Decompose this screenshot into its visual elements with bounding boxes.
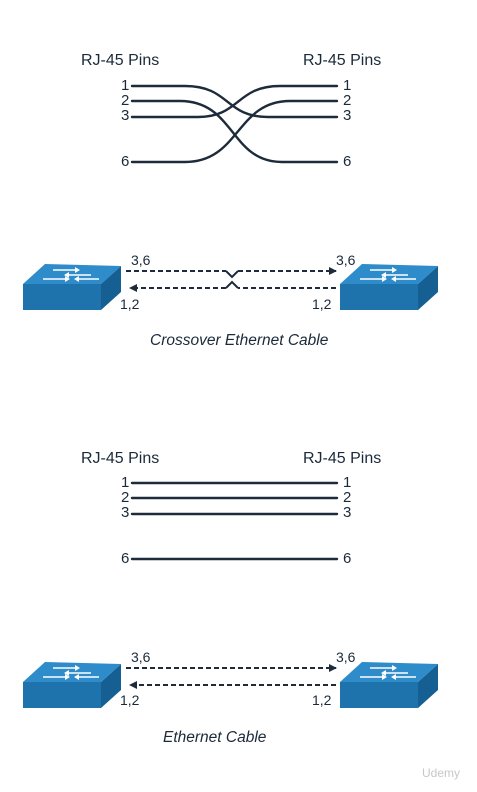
straight-right-switch-icon: [339, 661, 439, 709]
straight-left-heading: RJ-45 Pins: [81, 450, 160, 467]
straight-left-pin-6: 6: [121, 550, 130, 567]
crossover-wire-1-to-3: [130, 84, 339, 119]
crossover-right-pin-1: 1: [343, 77, 352, 94]
straight-caption: Ethernet Cable: [163, 729, 267, 746]
crossover-port-top-right: 3,6: [336, 252, 356, 268]
watermark: Udemy: [422, 766, 461, 780]
straight-right-pin-2: 2: [343, 489, 352, 506]
crossover-port-bottom-right: 1,2: [312, 296, 332, 312]
straight-right-heading: RJ-45 Pins: [303, 450, 382, 467]
crossover-caption: Crossover Ethernet Cable: [150, 332, 329, 349]
straight-port-top-right: 3,6: [336, 649, 356, 665]
straight-port-bottom-left: 1,2: [120, 692, 140, 708]
crossover-port-top-left: 3,6: [131, 252, 151, 268]
straight-right-pin-1: 1: [343, 474, 352, 491]
crossover-left-pin-3: 3: [121, 107, 130, 124]
crossover-left-pin-2: 2: [121, 92, 130, 109]
crossover-wire-6-to-2: [130, 99, 339, 164]
straight-left-pin-2: 2: [121, 489, 130, 506]
straight-port-bottom-right: 1,2: [312, 692, 332, 708]
straight-left-pin-3: 3: [121, 504, 130, 521]
crossover-left-pin-6: 6: [121, 153, 130, 170]
crossover-right-heading: RJ-45 Pins: [303, 52, 382, 69]
crossover-port-bottom-left: 1,2: [120, 296, 140, 312]
crossover-wire-3-to-1: [130, 84, 339, 119]
straight-right-pin-6: 6: [343, 550, 352, 567]
crossover-wire-2-to-6: [130, 99, 339, 164]
crossover-left-pin-1: 1: [121, 77, 130, 94]
crossover-link-top-bump: [225, 270, 239, 279]
straight-right-pin-3: 3: [343, 504, 352, 521]
crossover-left-heading: RJ-45 Pins: [81, 52, 160, 69]
crossover-right-pin-3: 3: [343, 107, 352, 124]
straight-left-switch-icon: [22, 661, 122, 709]
crossover-link-bottom-bump: [225, 280, 239, 289]
straight-left-pin-1: 1: [121, 474, 130, 491]
straight-port-top-left: 3,6: [131, 649, 151, 665]
crossover-right-pin-2: 2: [343, 92, 352, 109]
crossover-right-pin-6: 6: [343, 153, 352, 170]
